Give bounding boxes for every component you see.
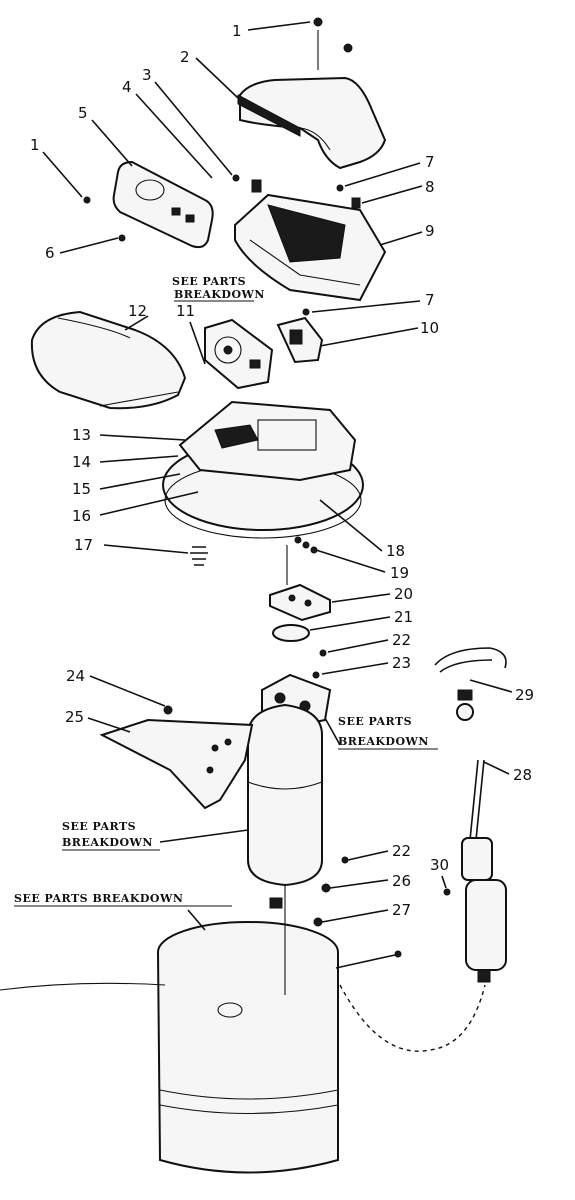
spring-part [190, 546, 208, 566]
label-2: 2 [180, 48, 190, 66]
callout-timer-line1: SEE PARTS [172, 275, 246, 288]
label-13: 13 [72, 426, 91, 444]
label-18: 18 [386, 542, 405, 560]
label-8: 8 [425, 178, 435, 196]
label-22: 22 [392, 631, 411, 649]
switch-part [276, 316, 324, 364]
callout-resin-line2: BREAKDOWN [62, 836, 153, 849]
brine-tank-part [157, 921, 339, 1174]
label-6: 6 [45, 244, 55, 262]
callout-timer-line2: BREAKDOWN [174, 288, 265, 301]
callout-resin-tank: SEE PARTS BREAKDOWN [62, 820, 160, 851]
label-24: 24 [66, 667, 85, 685]
callout-resin-line1: SEE PARTS [62, 820, 136, 833]
callout-brine-line1: SEE PARTS BREAKDOWN [14, 892, 183, 905]
label-14: 14 [72, 453, 91, 471]
label-17: 17 [74, 536, 93, 554]
face-plate-part [112, 160, 214, 249]
label-27: 27 [392, 901, 411, 919]
side-cover-part [30, 310, 187, 410]
label-28: 28 [513, 766, 532, 784]
label-26: 26 [392, 872, 411, 890]
gasket-part [272, 624, 310, 642]
base-plate-part [162, 400, 364, 539]
housing-tray-part [234, 193, 387, 302]
mounting-bracket-part [269, 583, 331, 622]
small-hardware [83, 17, 451, 969]
part-number-labels: 1 2 3 4 5 1 6 7 8 9 7 10 11 12 13 14 15 … [30, 22, 534, 919]
callout-brine-tank: SEE PARTS BREAKDOWN [14, 892, 232, 907]
label-4: 4 [122, 78, 132, 96]
label-1b: 1 [30, 136, 40, 154]
bracket-plate-part [99, 718, 254, 810]
label-15: 15 [72, 480, 91, 498]
brine-valve-assembly-part [461, 759, 507, 983]
callout-valve: SEE PARTS BREAKDOWN [338, 715, 438, 750]
clamp-part [434, 647, 507, 721]
label-23: 23 [392, 654, 411, 672]
alignment-lines [0, 30, 486, 1052]
callout-valve-line1: SEE PARTS [338, 715, 412, 728]
top-cover-part [237, 76, 387, 170]
label-1: 1 [232, 22, 242, 40]
resin-tank-part [247, 703, 323, 887]
label-7b: 7 [425, 291, 435, 309]
label-16: 16 [72, 507, 91, 525]
label-7: 7 [425, 153, 435, 171]
timer-mechanism-part [204, 318, 274, 390]
label-11: 11 [176, 302, 195, 320]
label-29: 29 [515, 686, 534, 704]
callout-valve-line2: BREAKDOWN [338, 735, 429, 748]
leader-lines [42, 21, 513, 931]
label-21: 21 [394, 608, 413, 626]
label-3: 3 [142, 66, 152, 84]
label-12: 12 [128, 302, 147, 320]
label-10: 10 [420, 319, 439, 337]
label-30: 30 [430, 856, 449, 874]
label-9: 9 [425, 222, 435, 240]
label-25: 25 [65, 708, 84, 726]
label-22b: 22 [392, 842, 411, 860]
label-20: 20 [394, 585, 413, 603]
callout-timer: SEE PARTS BREAKDOWN [172, 275, 265, 302]
label-5: 5 [78, 104, 88, 122]
label-19: 19 [390, 564, 409, 582]
